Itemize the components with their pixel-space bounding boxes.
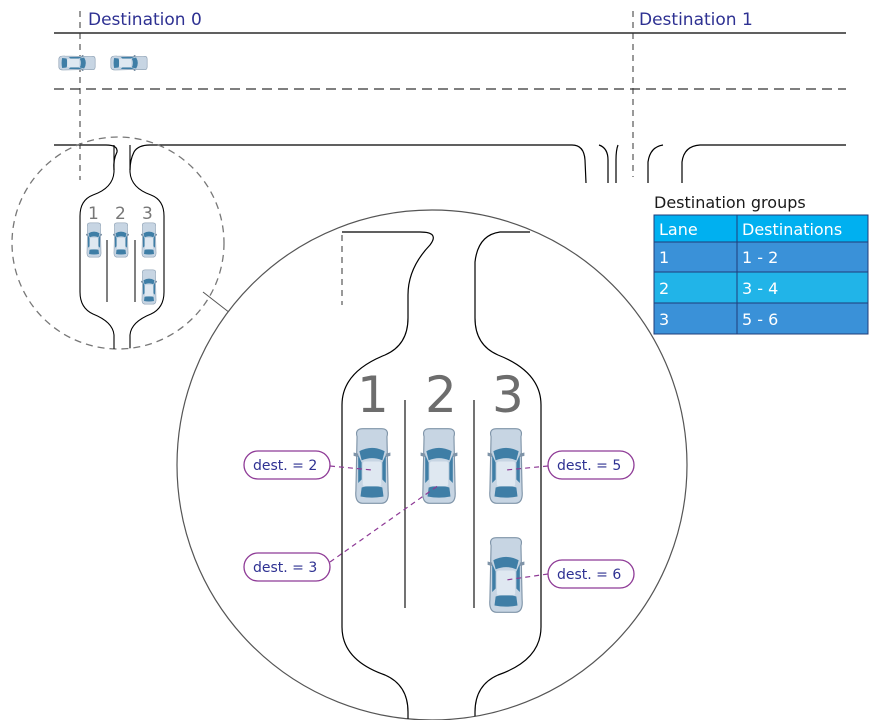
small-car-lane-3-second — [140, 269, 158, 305]
table-cell-lane: 2 — [659, 279, 669, 298]
car-lane-3-second — [487, 537, 525, 613]
zoom-connector-line — [202, 291, 231, 314]
table-header-row — [653, 214, 869, 243]
callout-dest-3-text: dest. = 3 — [253, 560, 317, 576]
callout-dest-5-text: dest. = 5 — [557, 458, 621, 474]
callout-leader — [505, 573, 549, 581]
destination-groups-table: Destination groups Lane Destinations 1 1… — [653, 193, 869, 335]
table-cell-lane: 1 — [659, 248, 669, 267]
table-row — [653, 302, 869, 335]
callout-leader — [505, 465, 549, 471]
small-lane-number-1: 1 — [88, 204, 99, 224]
main-road — [54, 11, 846, 184]
small-lane-number-3: 3 — [142, 204, 153, 224]
small-car-lane-2 — [112, 222, 130, 258]
table-title: Destination groups — [654, 193, 806, 212]
zoom-lane-area — [341, 231, 542, 720]
main-road-car — [59, 55, 95, 71]
car-lane-1 — [353, 428, 391, 504]
small-lane-number-2: 2 — [115, 204, 126, 224]
table-cell-destinations: 3 - 4 — [742, 279, 778, 298]
zoom-lane-number-3: 3 — [492, 366, 524, 424]
car-lane-3 — [487, 428, 525, 504]
callout-dest-2: dest. = 2 — [243, 450, 331, 480]
callout-leader — [329, 465, 373, 471]
table-header-lane: Lane — [659, 220, 698, 239]
callout-dest-6-text: dest. = 6 — [557, 567, 621, 583]
callout-dest-6: dest. = 6 — [547, 559, 635, 589]
callout-leader — [329, 484, 440, 563]
table-cell-destinations: 1 - 2 — [742, 248, 778, 267]
callout-dest-5: dest. = 5 — [547, 450, 635, 480]
destination-0-label: Destination 0 — [88, 10, 202, 30]
zoom-lane-number-2: 2 — [425, 366, 457, 424]
small-inset-circle — [11, 136, 225, 350]
callout-dest-2-text: dest. = 2 — [253, 458, 317, 474]
callout-dest-3: dest. = 3 — [243, 552, 331, 582]
main-road-car — [111, 55, 147, 71]
small-car-lane-1 — [85, 222, 103, 258]
car-lane-2 — [420, 428, 458, 504]
table-cell-destinations: 5 - 6 — [742, 310, 778, 329]
table-header-destinations: Destinations — [742, 220, 842, 239]
small-lane-area — [79, 145, 165, 349]
zoom-lane-number-1: 1 — [357, 366, 389, 424]
small-car-lane-3 — [140, 222, 158, 258]
table-cell-lane: 3 — [659, 310, 669, 329]
destination-1-label: Destination 1 — [639, 10, 753, 30]
